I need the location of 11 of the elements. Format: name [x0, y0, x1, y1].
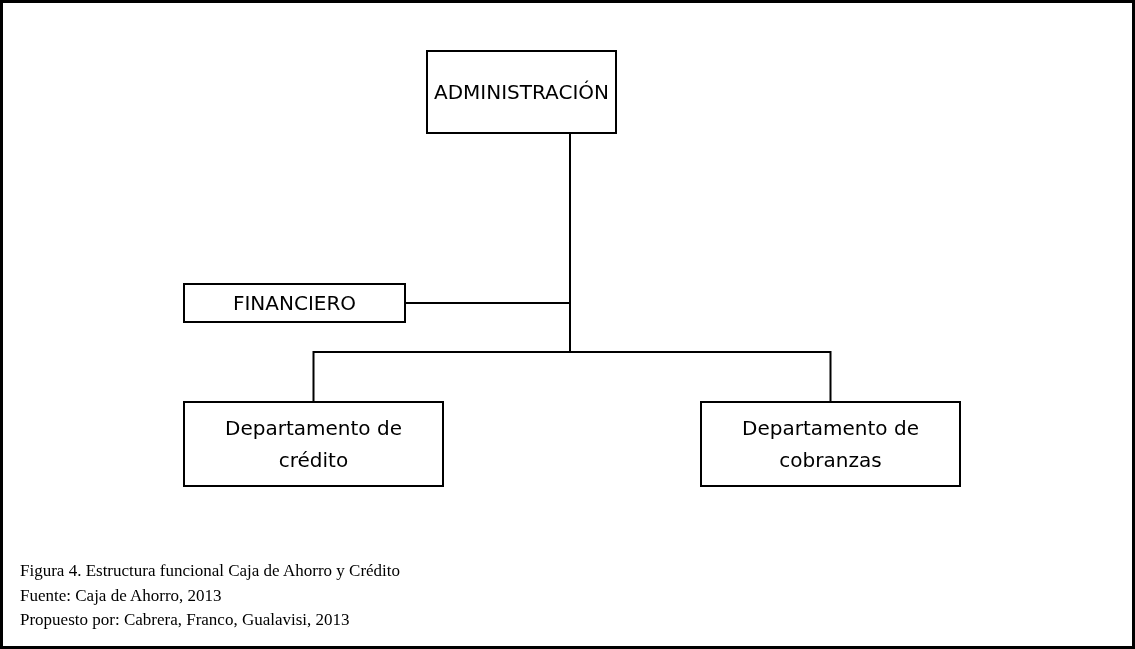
org-box — [183, 401, 444, 487]
org-box — [183, 283, 406, 323]
box-label: FINANCIERO — [232, 290, 357, 317]
box-label: Departamento de cobranzas — [741, 415, 920, 474]
box-label: ADMINISTRACIÓN — [434, 79, 609, 106]
figure-caption: Figura 4. Estructura funcional Caja de Ahorro y Crédito — [20, 561, 401, 581]
source-note: Fuente: Caja de Ahorro, 2013 — [20, 586, 222, 606]
source-note: Propuesto por: Cabrera, Franco, Gualavisi, 2013 — [20, 610, 350, 630]
box-label: Departamento de crédito — [224, 415, 403, 474]
org-box — [700, 401, 961, 487]
org-box — [426, 50, 617, 134]
